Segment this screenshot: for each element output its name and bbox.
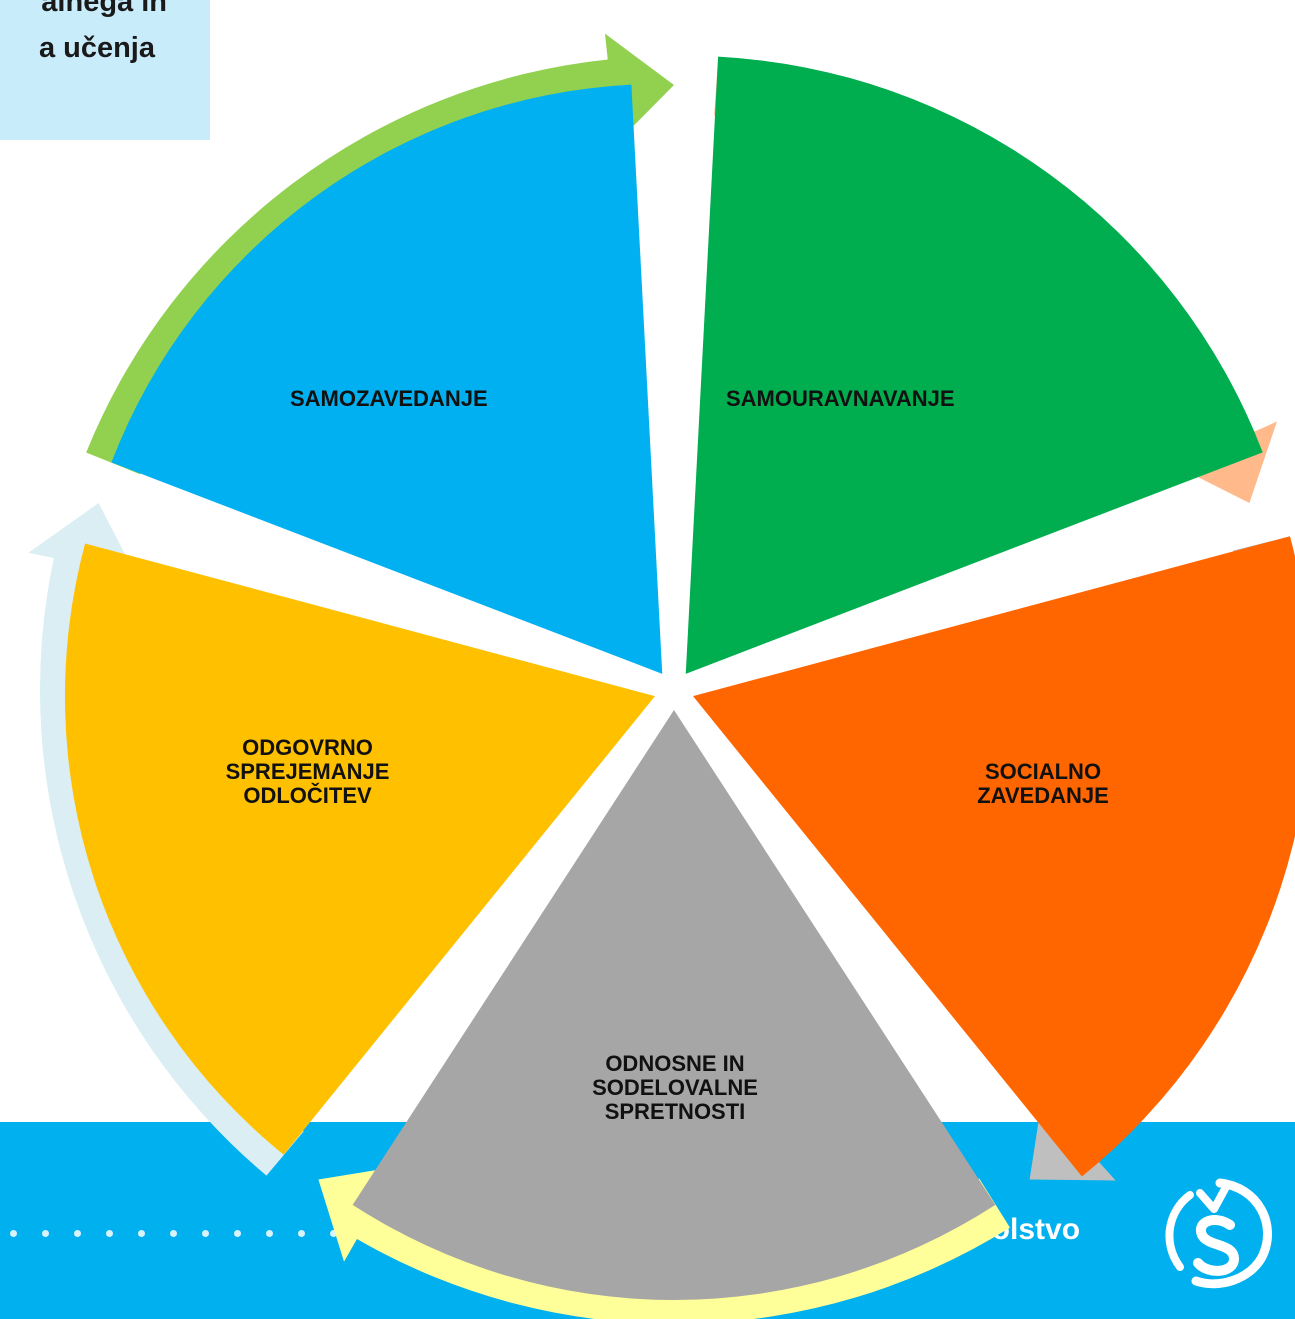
title-box: alnega in a učenja (0, 0, 210, 140)
segment-label-socialno-zavedanje: SOCIALNO ZAVEDANJE (938, 760, 1148, 808)
cycle-segment-samozavedanje (685, 56, 1263, 674)
footer-dot (106, 1230, 113, 1237)
footer-dot (330, 1230, 337, 1237)
segment-label-odgovorno-odlocanje: ODGOVRNO SPREJEMANJE ODLOČITEV (180, 736, 435, 808)
segment-label-text: SOCIALNO ZAVEDANJE (977, 759, 1109, 808)
segment-label-samozavedanje: SAMOZAVEDANJE (290, 387, 488, 411)
segment-label-text: SAMOZAVEDANJE (290, 386, 488, 411)
cycle-segment-odgovorno-odlocanje (111, 84, 663, 674)
cycle-segment-samouravnavanje (693, 536, 1295, 1177)
segment-label-text: ODGOVRNO SPREJEMANJE ODLOČITEV (225, 735, 390, 808)
cycle-segments (64, 56, 1295, 1300)
segment-label-samouravnavanje: SAMOURAVNAVANJE (726, 387, 955, 411)
title-line-1: alnega in (41, 0, 167, 18)
footer-dot (234, 1230, 241, 1237)
footer-dot (74, 1230, 81, 1237)
segment-label-odnosne-sodelovalne: ODNOSNE IN SODELOVALNE SPRETNOSTI (540, 1052, 810, 1124)
title-line-2: a učenja (38, 32, 155, 64)
footer-dot (42, 1230, 49, 1237)
footer-dot (266, 1230, 273, 1237)
cycle-segment-socialno-zavedanje (352, 710, 996, 1300)
segment-label-text: ODNOSNE IN SODELOVALNE SPRETNOSTI (592, 1051, 758, 1124)
footer-dots (0, 1226, 340, 1242)
footer-dot (170, 1230, 177, 1237)
cycle-arrow-odnosne-sodelovalne (318, 1166, 1010, 1319)
footer-dot (202, 1230, 209, 1237)
cycle-segment-odnosne-sodelovalne (64, 543, 655, 1155)
footer-dot (10, 1230, 17, 1237)
solstvo-logo-icon (1165, 1178, 1272, 1289)
segment-label-text: SAMOURAVNAVANJE (726, 386, 955, 411)
footer-dot (138, 1230, 145, 1237)
footer-dot (298, 1230, 305, 1237)
